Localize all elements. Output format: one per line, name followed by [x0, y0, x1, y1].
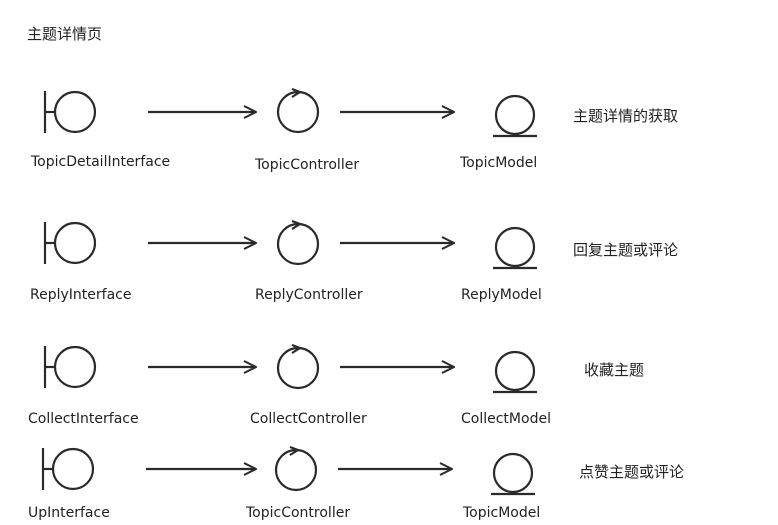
row-description: 收藏主题 — [584, 361, 645, 379]
entity-icon — [493, 350, 537, 394]
controller-icon — [276, 343, 320, 390]
boundary-label: ReplyInterface — [30, 287, 132, 303]
controller-label: ReplyController — [255, 287, 363, 303]
boundary-icon — [41, 447, 95, 491]
row-1 — [43, 87, 537, 138]
row-description: 主题详情的获取 — [573, 107, 679, 125]
boundary-label: CollectInterface — [28, 411, 139, 427]
boundary-label: UpInterface — [28, 505, 110, 521]
entity-label: CollectModel — [461, 411, 551, 427]
controller-icon — [276, 87, 320, 134]
controller-icon — [274, 445, 318, 492]
entity-label: TopicModel — [463, 505, 541, 521]
row-description: 回复主题或评论 — [573, 241, 679, 259]
controller-icon — [276, 219, 320, 266]
boundary-icon — [43, 345, 97, 389]
boundary-label: TopicDetailInterface — [31, 154, 171, 170]
controller-label: CollectController — [250, 411, 367, 427]
entity-label: ReplyModel — [461, 287, 542, 303]
entity-icon — [493, 94, 537, 138]
row-4 — [41, 445, 535, 496]
entity-icon — [493, 226, 537, 270]
controller-label: TopicController — [255, 157, 360, 173]
row-description: 点赞主题或评论 — [579, 463, 685, 481]
row-3 — [43, 343, 537, 394]
boundary-icon — [43, 221, 97, 265]
controller-label: TopicController — [246, 505, 351, 521]
entity-icon — [491, 452, 535, 496]
boundary-icon — [43, 90, 97, 134]
entity-label: TopicModel — [460, 155, 538, 171]
row-2 — [43, 219, 537, 270]
diagram-title: 主题详情页 — [27, 25, 103, 43]
